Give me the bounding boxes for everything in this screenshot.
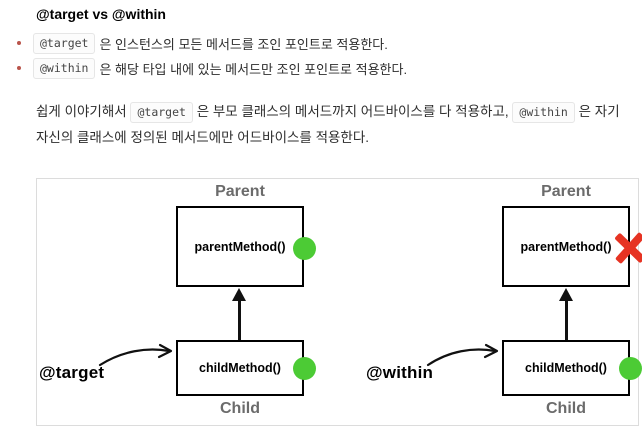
inheritance-arrow-line <box>238 301 241 340</box>
bullet-icon <box>17 41 21 45</box>
child-class-label: Child <box>546 400 586 417</box>
inheritance-arrowhead-icon <box>232 288 246 301</box>
advice-applied-icon <box>293 237 316 260</box>
child-class-box: childMethod() <box>176 340 304 396</box>
advice-applied-icon <box>293 357 316 380</box>
parent-method-text: parentMethod() <box>520 239 612 254</box>
page-title: @target vs @within <box>36 6 166 22</box>
parent-class-box: parentMethod() <box>176 206 304 287</box>
advice-excluded-icon <box>614 230 642 266</box>
child-class-box: childMethod() <box>502 340 630 396</box>
aop-diagram-figure: Parent parentMethod() childMethod() @tar… <box>36 178 642 426</box>
child-method-text: childMethod() <box>525 361 607 375</box>
curved-pointer-arrow-icon <box>98 343 173 367</box>
curved-pointer-arrow-icon <box>426 343 499 367</box>
paragraph-text: 은 자기 자신의 클래스에 정의된 메서드에만 어드바이스를 적용한다. <box>36 104 620 145</box>
list-item-text: 은 인스턴스의 모든 메서드를 조인 포인트로 적용한다. <box>99 36 388 52</box>
parent-class-box: parentMethod() <box>502 206 630 287</box>
within-annotation-label: @within <box>366 363 434 382</box>
advice-applied-icon <box>619 357 642 380</box>
parent-class-label: Parent <box>541 183 591 200</box>
inline-code-within: @within <box>33 57 96 79</box>
inline-code-target: @target <box>130 102 193 123</box>
list-item-text: 은 해당 타입 내에 있는 메서드만 조인 포인트로 적용한다. <box>99 61 408 77</box>
inline-code-within: @within <box>512 102 575 123</box>
child-class-label: Child <box>220 400 260 417</box>
parent-class-label: Parent <box>215 183 265 200</box>
parent-method-text: parentMethod() <box>194 239 286 254</box>
paragraph-text: 쉽게 이야기해서 <box>36 104 127 119</box>
inheritance-arrow-line <box>565 301 568 340</box>
target-annotation-label: @target <box>39 363 105 382</box>
list-item: @target 은 인스턴스의 모든 메서드를 조인 포인트로 적용한다. <box>17 32 388 54</box>
list-item: @within 은 해당 타입 내에 있는 메서드만 조인 포인트로 적용한다. <box>17 57 407 79</box>
child-method-text: childMethod() <box>199 361 281 375</box>
inline-code-target: @target <box>33 32 96 54</box>
paragraph-text: 은 부모 클래스의 메서드까지 어드바이스를 다 적용하고, <box>196 104 509 119</box>
bullet-icon <box>17 66 21 70</box>
body-paragraph: 쉽게 이야기해서 @target 은 부모 클래스의 메서드까지 어드바이스를 … <box>36 99 628 151</box>
inheritance-arrowhead-icon <box>559 288 573 301</box>
